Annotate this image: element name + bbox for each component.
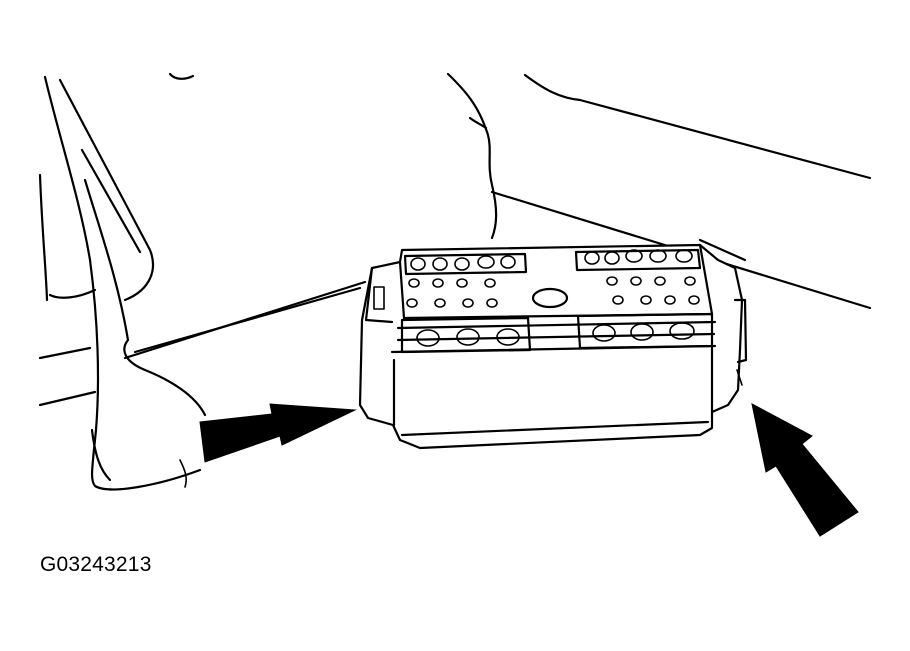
module-connector: [358, 243, 748, 450]
callout-arrows: [199, 403, 859, 537]
arrow-right: [751, 403, 859, 537]
arrow-left: [199, 403, 357, 463]
figure-id-label: G03243213: [40, 553, 152, 576]
